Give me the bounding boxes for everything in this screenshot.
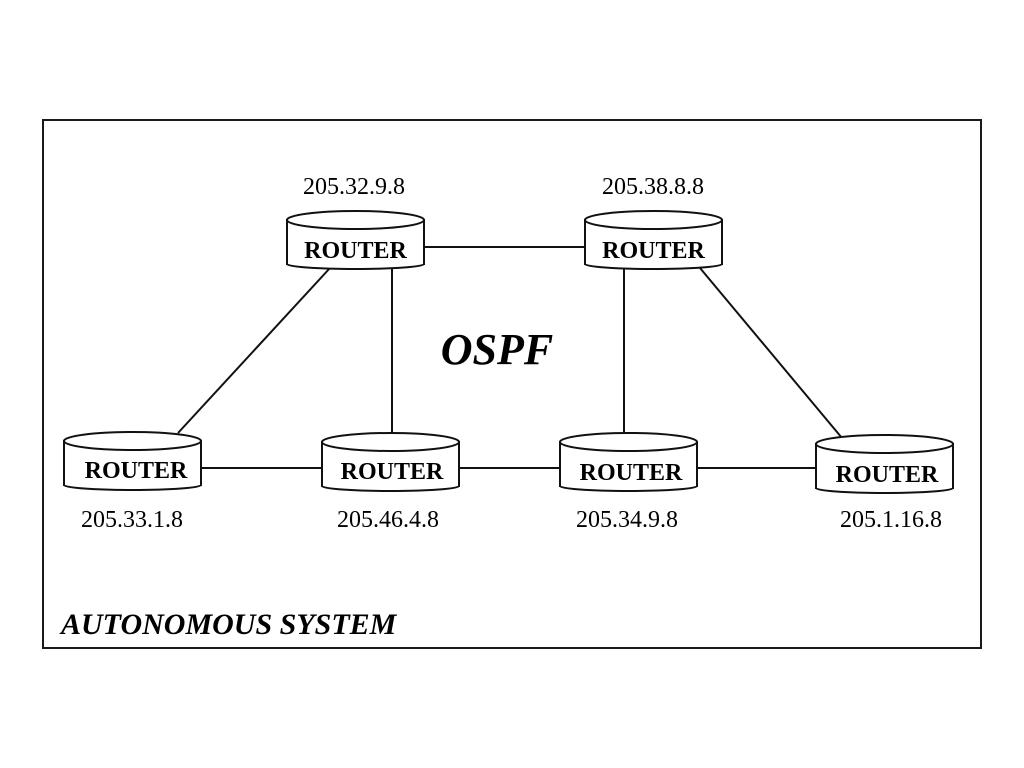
router-label: ROUTER (836, 462, 939, 488)
router-node: ROUTER 205.46.4.8 (321, 432, 460, 533)
router-ip-address: 205.34.9.8 (576, 507, 678, 533)
router-top-ellipse (63, 431, 202, 451)
router-label: ROUTER (602, 238, 705, 264)
router-node: ROUTER 205.1.16.8 (815, 434, 954, 533)
router-label: ROUTER (580, 460, 683, 486)
router-label: ROUTER (304, 238, 407, 264)
router-ip-address: 205.33.1.8 (81, 507, 183, 533)
router-top-ellipse (584, 210, 723, 230)
link-r1-r3 (177, 267, 331, 434)
router-node: ROUTER 205.32.9.8 (286, 174, 425, 270)
router-node: ROUTER 205.38.8.8 (584, 174, 723, 270)
router-top-ellipse (286, 210, 425, 230)
router-top-ellipse (559, 432, 698, 452)
router-ip-address: 205.1.16.8 (840, 507, 942, 533)
router-ip-address: 205.32.9.8 (303, 174, 405, 200)
autonomous-system-boundary (42, 119, 982, 649)
router-ip-address: 205.38.8.8 (602, 174, 704, 200)
router-top-ellipse (815, 434, 954, 454)
autonomous-system-label: AUTONOMOUS SYSTEM (59, 608, 398, 641)
router-label: ROUTER (85, 458, 188, 484)
protocol-label: OSPF (441, 325, 553, 374)
links (177, 246, 843, 469)
router-label: ROUTER (341, 459, 444, 485)
link-r2-r6 (699, 267, 843, 439)
router-node: ROUTER 205.34.9.8 (559, 432, 698, 533)
router-node: ROUTER 205.33.1.8 (63, 431, 202, 533)
router-ip-address: 205.46.4.8 (337, 507, 439, 533)
router-top-ellipse (321, 432, 460, 452)
